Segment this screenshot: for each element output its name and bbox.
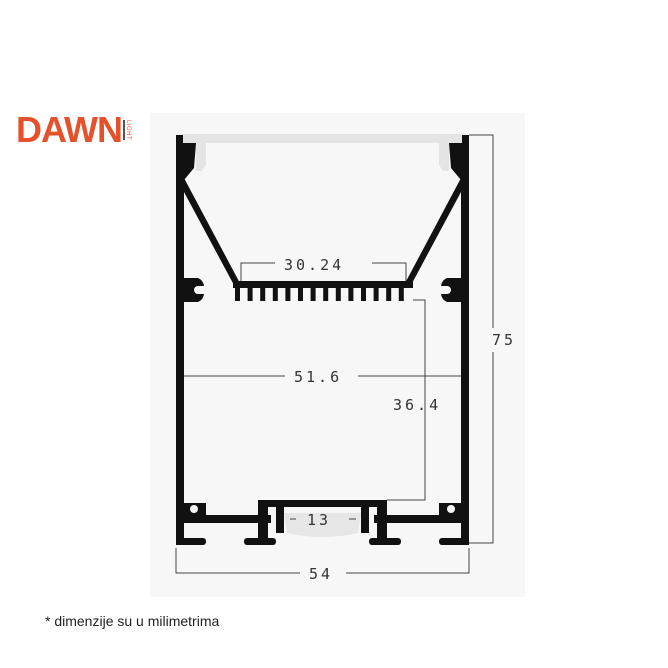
heatsink-fin <box>398 287 404 301</box>
dawn-light-logo: DAWN LIGHT <box>16 112 131 148</box>
heatsink-fin <box>272 287 278 301</box>
dim-13: 13 <box>307 511 331 529</box>
heatsink-fin <box>373 287 379 301</box>
units-caption: * dimenzije su u milimetrima <box>45 613 220 629</box>
diffusers <box>183 134 462 537</box>
clip-holes <box>190 505 455 513</box>
heatsink-fin <box>298 287 303 301</box>
dim-30-24: 30.24 <box>284 256 344 274</box>
dimension-lines <box>175 134 494 574</box>
heatsink-fin <box>310 287 316 301</box>
heatsink-fin <box>247 287 253 301</box>
heatsink-fin <box>285 287 291 301</box>
profile-body <box>176 135 469 545</box>
dim-75: 75 <box>492 331 516 349</box>
logo-text: DAWN <box>16 109 123 150</box>
dim-36-4: 36.4 <box>393 396 441 414</box>
heatsink-fins <box>235 287 404 301</box>
dim-54: 54 <box>309 565 333 583</box>
heatsink-fin <box>260 287 266 301</box>
heatsink-fin <box>361 287 366 301</box>
heatsink-fin <box>235 287 240 301</box>
dim-51-6: 51.6 <box>294 368 342 386</box>
heatsink-fin <box>386 287 392 301</box>
heatsink-fin <box>348 287 354 301</box>
logo-subtext: LIGHT <box>123 119 131 141</box>
heatsink-fin <box>323 287 329 301</box>
heatsink-fin <box>335 287 341 301</box>
